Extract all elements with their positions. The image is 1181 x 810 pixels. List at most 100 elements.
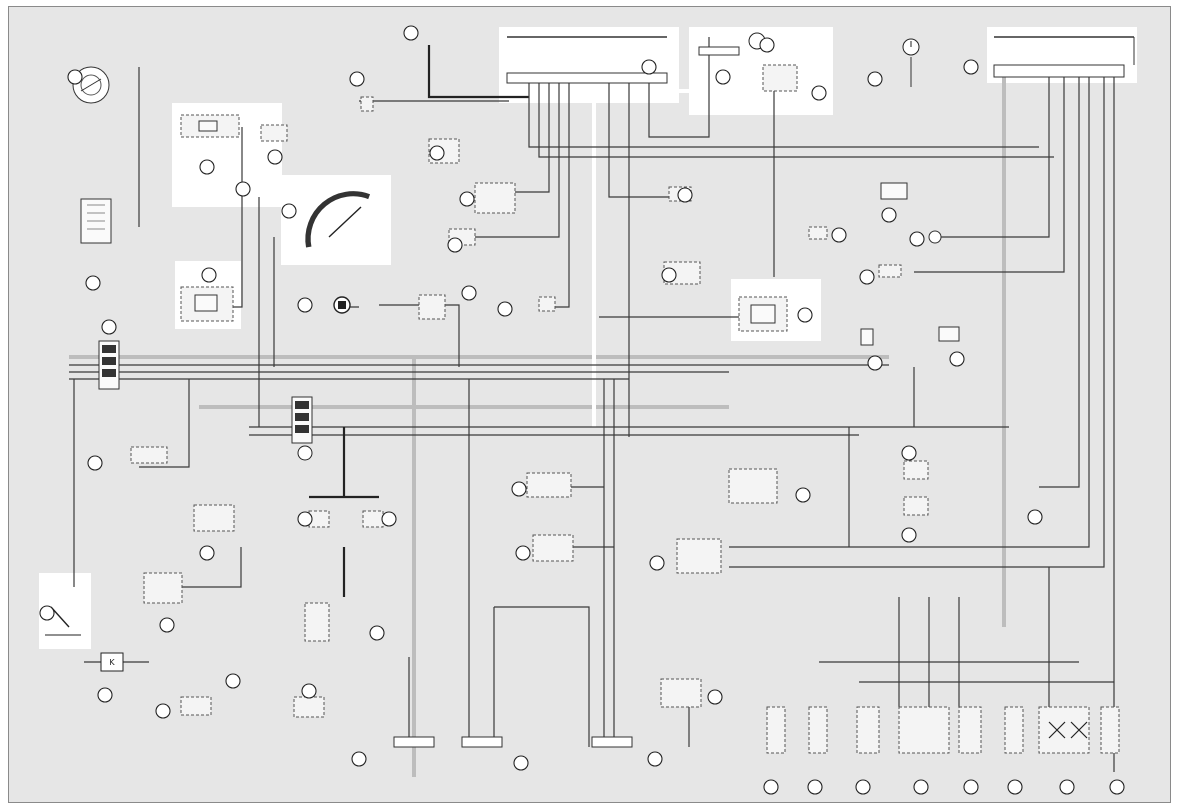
wire-19 — [648, 37, 710, 138]
wire-32 — [139, 379, 190, 468]
wire-17 — [608, 83, 689, 198]
component-right-2 — [808, 226, 828, 240]
callout-bubble-25 — [677, 187, 693, 203]
wire-10 — [427, 45, 529, 99]
callout-bubble-49 — [707, 689, 723, 705]
component-right-4 — [928, 230, 942, 244]
wire-15 — [459, 83, 560, 238]
connector-bottom-1 — [393, 736, 435, 748]
component-lower-7 — [308, 510, 330, 528]
callout-bubble-8 — [201, 267, 217, 283]
callout-bubble-10 — [403, 25, 419, 41]
wire-33 — [179, 547, 242, 588]
callout-bubble-35 — [87, 455, 103, 471]
wire-12 — [528, 83, 1039, 148]
callout-bubble-32 — [901, 445, 917, 461]
callout-bubble-57 — [913, 779, 929, 795]
fuse-box-icon — [98, 340, 313, 444]
callout-bubble-22 — [963, 59, 979, 75]
switch-box — [418, 294, 446, 320]
wire-14 — [509, 83, 550, 193]
panel-gauge — [281, 175, 391, 265]
callout-bubble-3 — [101, 319, 117, 335]
callout-bubble-61 — [1109, 779, 1125, 795]
callout-bubbles — [39, 25, 1125, 795]
fuse-connector-right — [993, 36, 1135, 78]
callout-bubble-21 — [867, 71, 883, 87]
component-lower-8 — [362, 510, 384, 528]
wire-23 — [914, 77, 1065, 273]
callout-bubble-5 — [235, 181, 251, 197]
callout-bubble-17 — [641, 59, 657, 75]
relay-mid-lower-5 — [660, 678, 702, 708]
callout-bubble-19 — [715, 69, 731, 85]
callout-bubble-37 — [159, 617, 175, 633]
callout-bubble-12 — [429, 145, 445, 161]
component-mid-4 — [360, 96, 374, 112]
component-mid-6 — [538, 296, 556, 312]
callout-bubble-20 — [811, 85, 827, 101]
component-mid-2 — [474, 182, 516, 214]
callout-bubble-40 — [225, 673, 241, 689]
callout-bubble-51 — [515, 545, 531, 561]
callout-bubble-18 — [759, 37, 775, 53]
component-lower-6 — [304, 602, 330, 642]
callout-bubble-59 — [1007, 779, 1023, 795]
callout-bubble-1 — [67, 69, 83, 85]
wire-39 — [494, 606, 590, 747]
callout-bubble-36 — [199, 545, 215, 561]
component-right-5 — [903, 460, 929, 480]
callout-bubble-26 — [831, 227, 847, 243]
callout-bubble-15 — [497, 301, 513, 317]
relay-mid-lower-1 — [526, 472, 572, 498]
wire-22 — [939, 77, 1050, 238]
gauge-icon — [305, 191, 371, 248]
callout-bubble-53 — [649, 555, 665, 571]
connector-bottom-3 — [591, 736, 633, 748]
svg-text:K: K — [109, 658, 115, 667]
callout-bubble-50 — [511, 481, 527, 497]
connector-icon — [80, 198, 112, 244]
callout-bubble-45 — [369, 625, 385, 641]
callout-bubble-48 — [647, 751, 663, 767]
component-right-3 — [878, 264, 902, 278]
wire-26 — [729, 77, 1105, 568]
clock-sensor-icon — [902, 38, 920, 87]
component-lower-5 — [293, 696, 325, 718]
callout-bubble-33 — [901, 527, 917, 543]
callout-bubble-14 — [459, 191, 475, 207]
ground-icon — [297, 445, 313, 461]
component-right-6 — [903, 496, 929, 516]
callout-bubble-54 — [763, 779, 779, 795]
sensor-element — [198, 120, 218, 132]
callout-bubble-39 — [97, 687, 113, 703]
wiring-diagram: K — [39, 25, 1137, 795]
callout-bubble-47 — [513, 755, 529, 771]
harness-bundles — [69, 77, 1006, 777]
wiring-diagram-frame: K — [8, 6, 1171, 803]
callout-bubble-27 — [881, 207, 897, 223]
motor-icon — [333, 296, 351, 314]
wire-30 — [309, 427, 379, 597]
callout-bubble-55 — [807, 779, 823, 795]
component-lower-2 — [193, 504, 235, 532]
component-lower-4 — [180, 696, 212, 716]
relay-right-icon — [738, 296, 788, 332]
callout-bubble-46 — [351, 751, 367, 767]
wire-24 — [1039, 77, 1080, 488]
callout-bubble-11 — [349, 71, 365, 87]
connector-bottom-2 — [461, 736, 503, 748]
callout-bubble-28 — [909, 231, 925, 247]
callout-bubble-41 — [155, 703, 171, 719]
component-lower-1 — [130, 446, 168, 464]
callout-bubble-52 — [795, 487, 811, 503]
callout-bubble-38 — [39, 605, 55, 621]
ecu-connector — [506, 36, 668, 84]
callout-bubble-16 — [461, 285, 477, 301]
callout-bubble-6 — [267, 149, 283, 165]
relay-mid-lower-4 — [676, 538, 722, 574]
callout-bubble-24 — [797, 307, 813, 323]
callout-bubble-7 — [281, 203, 297, 219]
relay-mid-lower-3 — [728, 468, 778, 504]
relay-mid-lower-2 — [532, 534, 574, 562]
